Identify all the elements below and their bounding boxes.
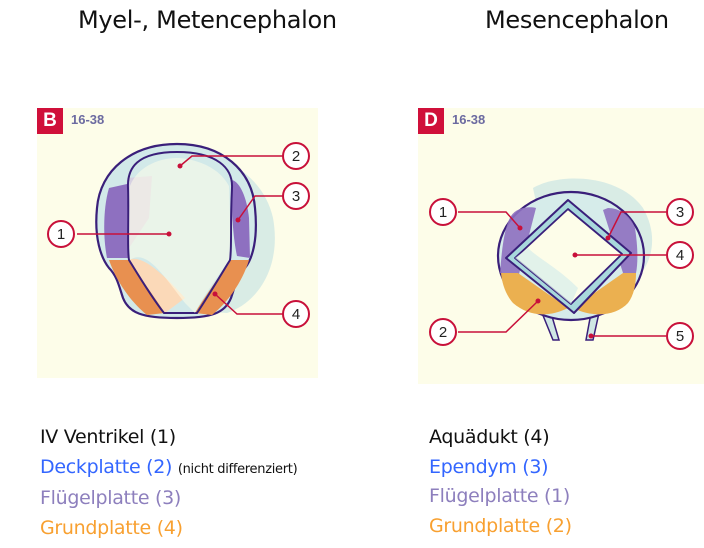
svg-text:1: 1 — [439, 204, 447, 221]
figure-number: 16-38 — [71, 112, 105, 127]
callout-3: 3 — [666, 198, 694, 226]
callout-4: 4 — [282, 300, 310, 328]
diagram-panel-metencephalon: B 16-38 1 2 3 4 — [37, 108, 318, 378]
svg-text:1: 1 — [57, 226, 65, 243]
rhombencephalon-cross-section-diagram: 1 2 3 4 — [47, 142, 310, 328]
legend-note: (nicht differenziert) — [177, 461, 298, 477]
mesencephalon-cross-section-diagram: 1 2 3 4 5 — [429, 178, 694, 350]
svg-text:2: 2 — [439, 324, 447, 341]
callout-3: 3 — [282, 182, 310, 210]
diagram-panel-mesencephalon: D 16-38 1 2 3 — [418, 108, 704, 384]
svg-text:4: 4 — [676, 247, 684, 264]
callout-1: 1 — [429, 198, 457, 226]
svg-text:2: 2 — [292, 148, 300, 165]
legend-item-basal-plate: Grundplatte (2) — [429, 514, 572, 537]
panel-badge: D — [418, 108, 444, 134]
legend-item-roof-plate: Deckplatte (2) (nicht differenziert) — [40, 455, 298, 478]
svg-text:3: 3 — [676, 204, 684, 221]
legend-item-ventricle: IV Ventrikel (1) — [40, 426, 176, 448]
callout-1: 1 — [47, 220, 75, 248]
legend-item-alar-plate: Flügelplatte (3) — [40, 487, 182, 509]
legend-item-aqueduct: Aquädukt (4) — [429, 426, 550, 448]
section-title-mesencephalon: Mesencephalon — [485, 6, 669, 34]
svg-text:5: 5 — [676, 328, 684, 345]
legend-item-basal-plate: Grundplatte (4) — [40, 516, 183, 539]
legend-mesencephalon: Aquädukt (4) Ependym (3) Flügelplatte (1… — [429, 423, 572, 541]
legend-metencephalon: IV Ventrikel (1) Deckplatte (2) (nicht d… — [40, 423, 298, 543]
section-title-myel-metencephalon: Myel-, Metencephalon — [78, 6, 337, 34]
panel-badge: B — [37, 108, 63, 134]
callout-5: 5 — [666, 322, 694, 350]
figure-number: 16-38 — [452, 112, 486, 127]
legend-item-alar-plate: Flügelplatte (1) — [429, 485, 571, 507]
svg-text:4: 4 — [292, 306, 300, 323]
legend-item-ependyma: Ependym (3) — [429, 455, 549, 478]
svg-text:3: 3 — [292, 188, 300, 205]
callout-4: 4 — [666, 241, 694, 269]
callout-2: 2 — [282, 142, 310, 170]
callout-2: 2 — [429, 318, 457, 346]
